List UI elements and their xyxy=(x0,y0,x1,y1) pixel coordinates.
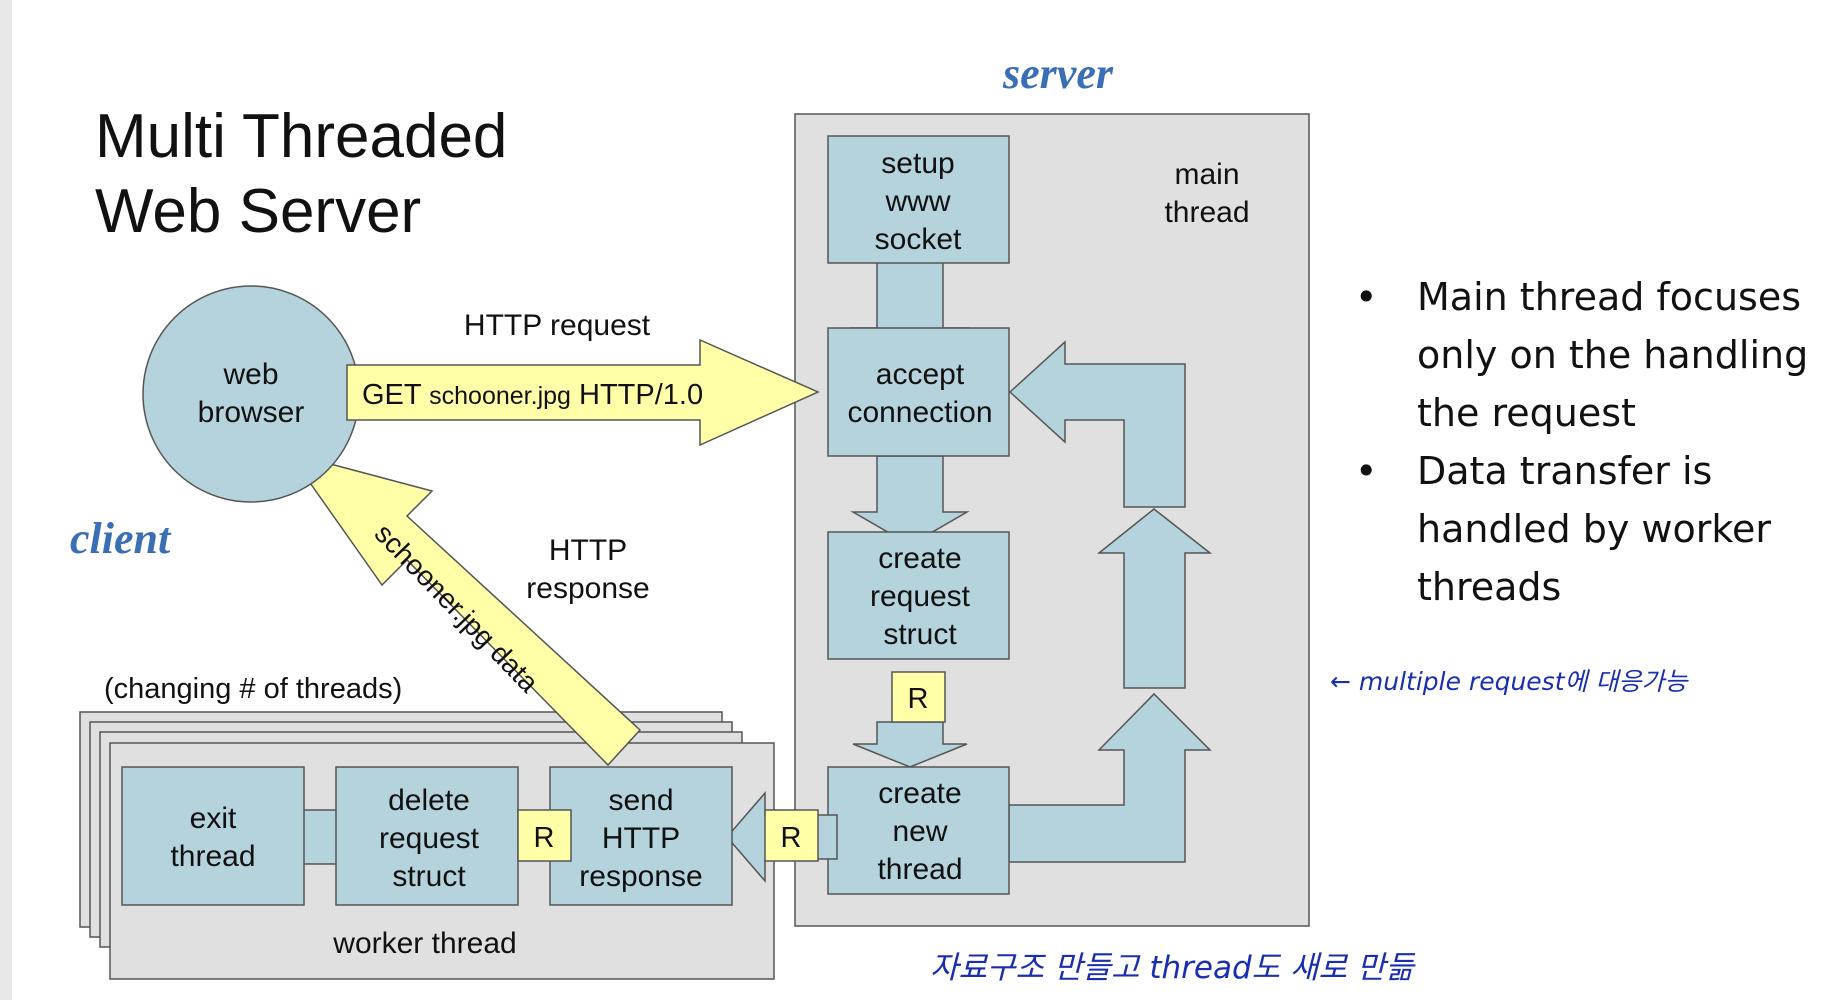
response-data-text: schooner.jpg data xyxy=(369,518,545,699)
r-token-worker xyxy=(517,809,572,862)
server-label: server xyxy=(1002,49,1114,98)
r-token-main xyxy=(891,671,946,723)
bullet-item: Main thread focuses only on the handling… xyxy=(1355,268,1825,442)
accept-connection-text-1: accept xyxy=(876,358,965,391)
bullet-item: Data transfer is handled by worker threa… xyxy=(1355,442,1825,616)
annotation-make-struct-thread: 자료구조 만들고 thread도 새로 만듦 xyxy=(930,950,1416,986)
send-http-text-2: HTTP xyxy=(602,822,680,855)
changing-threads-label: (changing # of threads) xyxy=(104,673,402,705)
create-new-thread-box xyxy=(827,766,1010,895)
r-token-main-text: R xyxy=(908,683,929,715)
http-request-label: HTTP request xyxy=(464,309,651,342)
accept-connection-text-2: connection xyxy=(847,396,992,429)
get-request-text: GET schooner.jpg HTTP/1.0 xyxy=(362,379,703,411)
http-response-label-2: response xyxy=(526,572,649,605)
r-token-handoff xyxy=(764,809,819,862)
delete-request-text-3: struct xyxy=(392,860,466,893)
exit-thread-text-2: thread xyxy=(170,840,255,873)
annotation-multiple-request: ← multiple request에 대응가능 xyxy=(1330,667,1689,696)
arrow-loop-middle xyxy=(1096,508,1213,689)
create-new-thread-text-1: create xyxy=(878,777,961,810)
page-edge xyxy=(0,0,12,1000)
title-line-2: Web Server xyxy=(95,177,421,246)
delete-request-text-2: request xyxy=(379,822,480,855)
exit-thread-text-1: exit xyxy=(190,802,237,835)
http-response-arrow xyxy=(287,451,642,767)
setup-socket-box xyxy=(827,135,1010,264)
r-token-worker-text: R xyxy=(534,822,555,854)
create-request-text-3: struct xyxy=(883,618,957,651)
r-token-handoff-text: R xyxy=(781,822,802,854)
exit-thread-box xyxy=(121,766,305,906)
send-http-text-3: response xyxy=(579,860,702,893)
main-thread-label-2: thread xyxy=(1164,196,1249,229)
bullet-list: Main thread focuses only on the handling… xyxy=(1355,268,1825,616)
worker-thread-label: worker thread xyxy=(332,927,516,960)
create-request-text-2: request xyxy=(870,580,971,613)
delete-request-text-1: delete xyxy=(388,784,470,817)
web-browser-node xyxy=(142,285,360,503)
http-request-arrow xyxy=(346,338,820,447)
send-http-text-1: send xyxy=(608,784,673,817)
create-request-struct-box xyxy=(827,531,1010,660)
setup-socket-text-1: setup xyxy=(881,147,954,180)
create-new-thread-text-3: thread xyxy=(877,853,962,886)
web-browser-text-2: browser xyxy=(198,396,305,429)
create-new-thread-text-2: new xyxy=(892,815,947,848)
send-http-response-box xyxy=(549,766,733,906)
create-request-text-1: create xyxy=(878,542,961,575)
arrow-loop-bottom xyxy=(1008,692,1212,863)
delete-request-struct-box xyxy=(335,766,519,906)
web-browser-text-1: web xyxy=(222,358,278,391)
client-label: client xyxy=(70,514,172,563)
accept-connection-box xyxy=(827,327,1010,457)
setup-socket-text-2: www xyxy=(885,185,951,218)
setup-socket-text-3: socket xyxy=(875,223,962,256)
arrow-request-to-newthread xyxy=(852,721,968,768)
main-thread-label-1: main xyxy=(1174,158,1239,191)
title-line-1: Multi Threaded xyxy=(95,102,507,171)
arrow-loop-top xyxy=(1008,340,1186,508)
http-response-label-1: HTTP xyxy=(549,534,627,567)
arrow-accept-to-request xyxy=(850,455,970,546)
